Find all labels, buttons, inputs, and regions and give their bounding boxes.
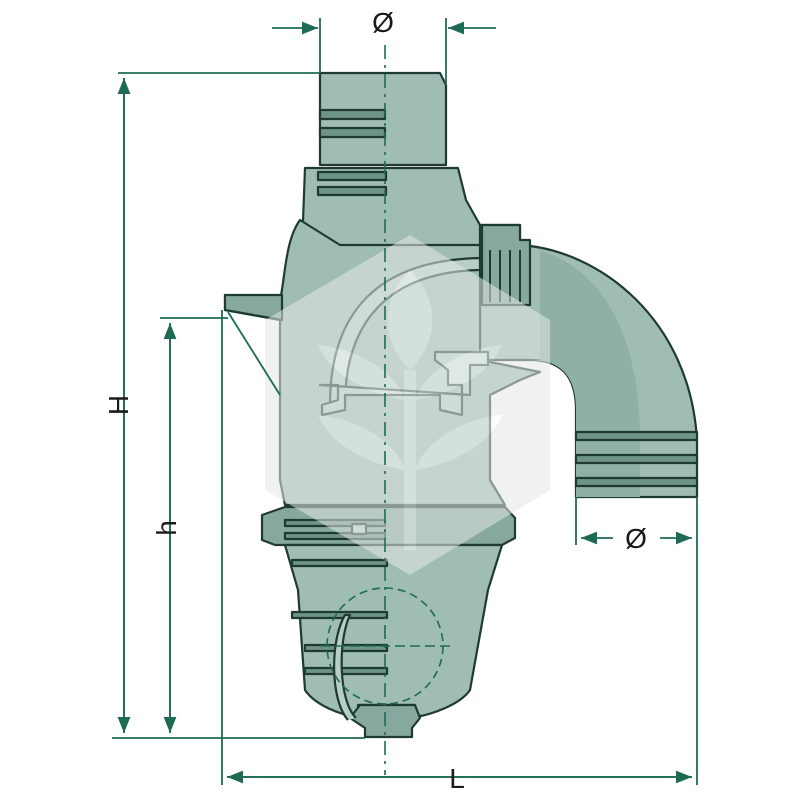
- center-lines: [320, 45, 455, 775]
- filter-bowl: [283, 543, 504, 719]
- bowl-ribs: [290, 558, 389, 676]
- outlet-ribs: [574, 430, 699, 488]
- shoulder-ribs: [316, 170, 388, 197]
- outlet-diameter-label: Ø: [625, 523, 647, 554]
- wheat-logo-icon: [265, 235, 550, 575]
- top-diameter-label: Ø: [372, 7, 394, 38]
- drain-handle: [333, 613, 357, 721]
- height-total-label: H: [103, 395, 134, 415]
- length-label: L: [449, 763, 465, 794]
- height-partial-label: h: [151, 520, 182, 536]
- dimension-lines: [112, 18, 698, 785]
